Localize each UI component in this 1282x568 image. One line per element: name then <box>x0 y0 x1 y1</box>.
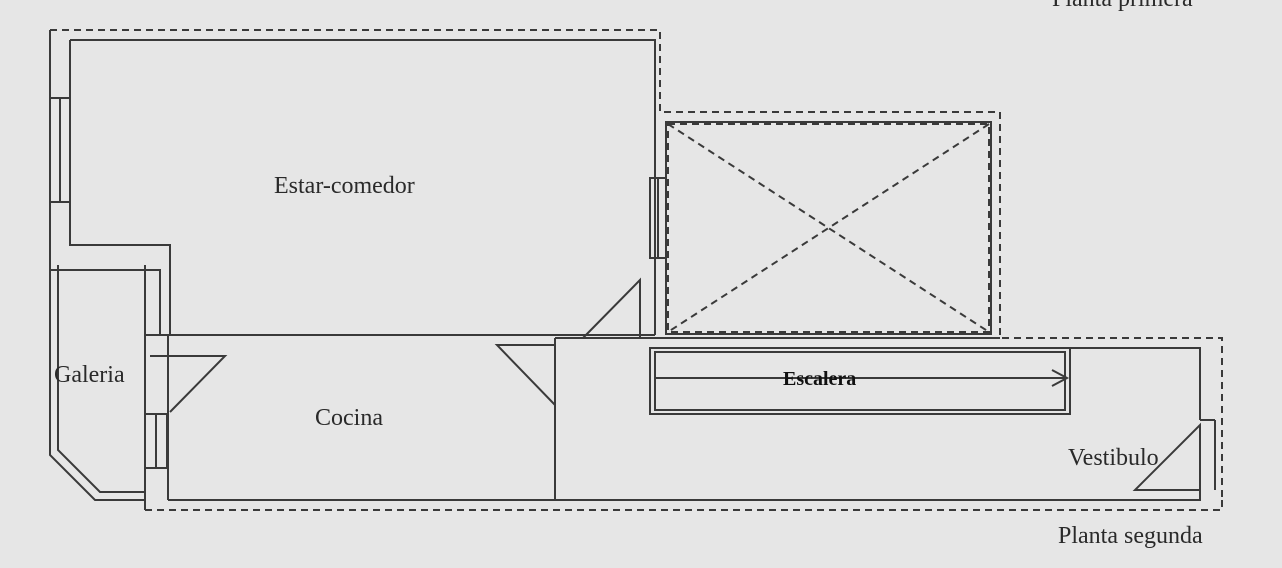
gallery-wall-outer <box>49 265 145 501</box>
stair-inner <box>654 351 1066 411</box>
void-dashed-border <box>667 123 990 333</box>
label-kitchen: Cocina <box>315 405 383 431</box>
label-first-floor: Planta primera <box>1052 0 1193 13</box>
label-second-floor: Planta segunda <box>1058 523 1203 549</box>
label-stairs: Escalera <box>783 368 857 390</box>
door-living-hall <box>582 277 641 339</box>
living-room-wall-inner <box>70 39 656 335</box>
door-gallery-kitchen <box>150 355 228 413</box>
void-diagonal-1 <box>667 123 990 333</box>
living-room-wall-outer <box>49 30 161 335</box>
stair-arrow-head <box>1051 369 1070 387</box>
label-vestibule: Vestibulo <box>1068 445 1159 471</box>
label-gallery: Galeria <box>54 362 125 388</box>
void-diagonal-2 <box>667 123 990 333</box>
label-living-dining: Estar-comedor <box>274 173 415 199</box>
first-floor-outline-bottom <box>145 500 1223 511</box>
living-room-wall-west-inner <box>69 40 171 335</box>
first-floor-outline <box>50 29 1223 500</box>
hall-wall-east <box>555 490 1201 501</box>
gallery-wall-inner <box>57 265 145 493</box>
void-area <box>665 121 992 335</box>
stair-run <box>649 347 1071 415</box>
door-kitchen-hall <box>494 344 556 408</box>
door-vestibule <box>1132 422 1201 491</box>
